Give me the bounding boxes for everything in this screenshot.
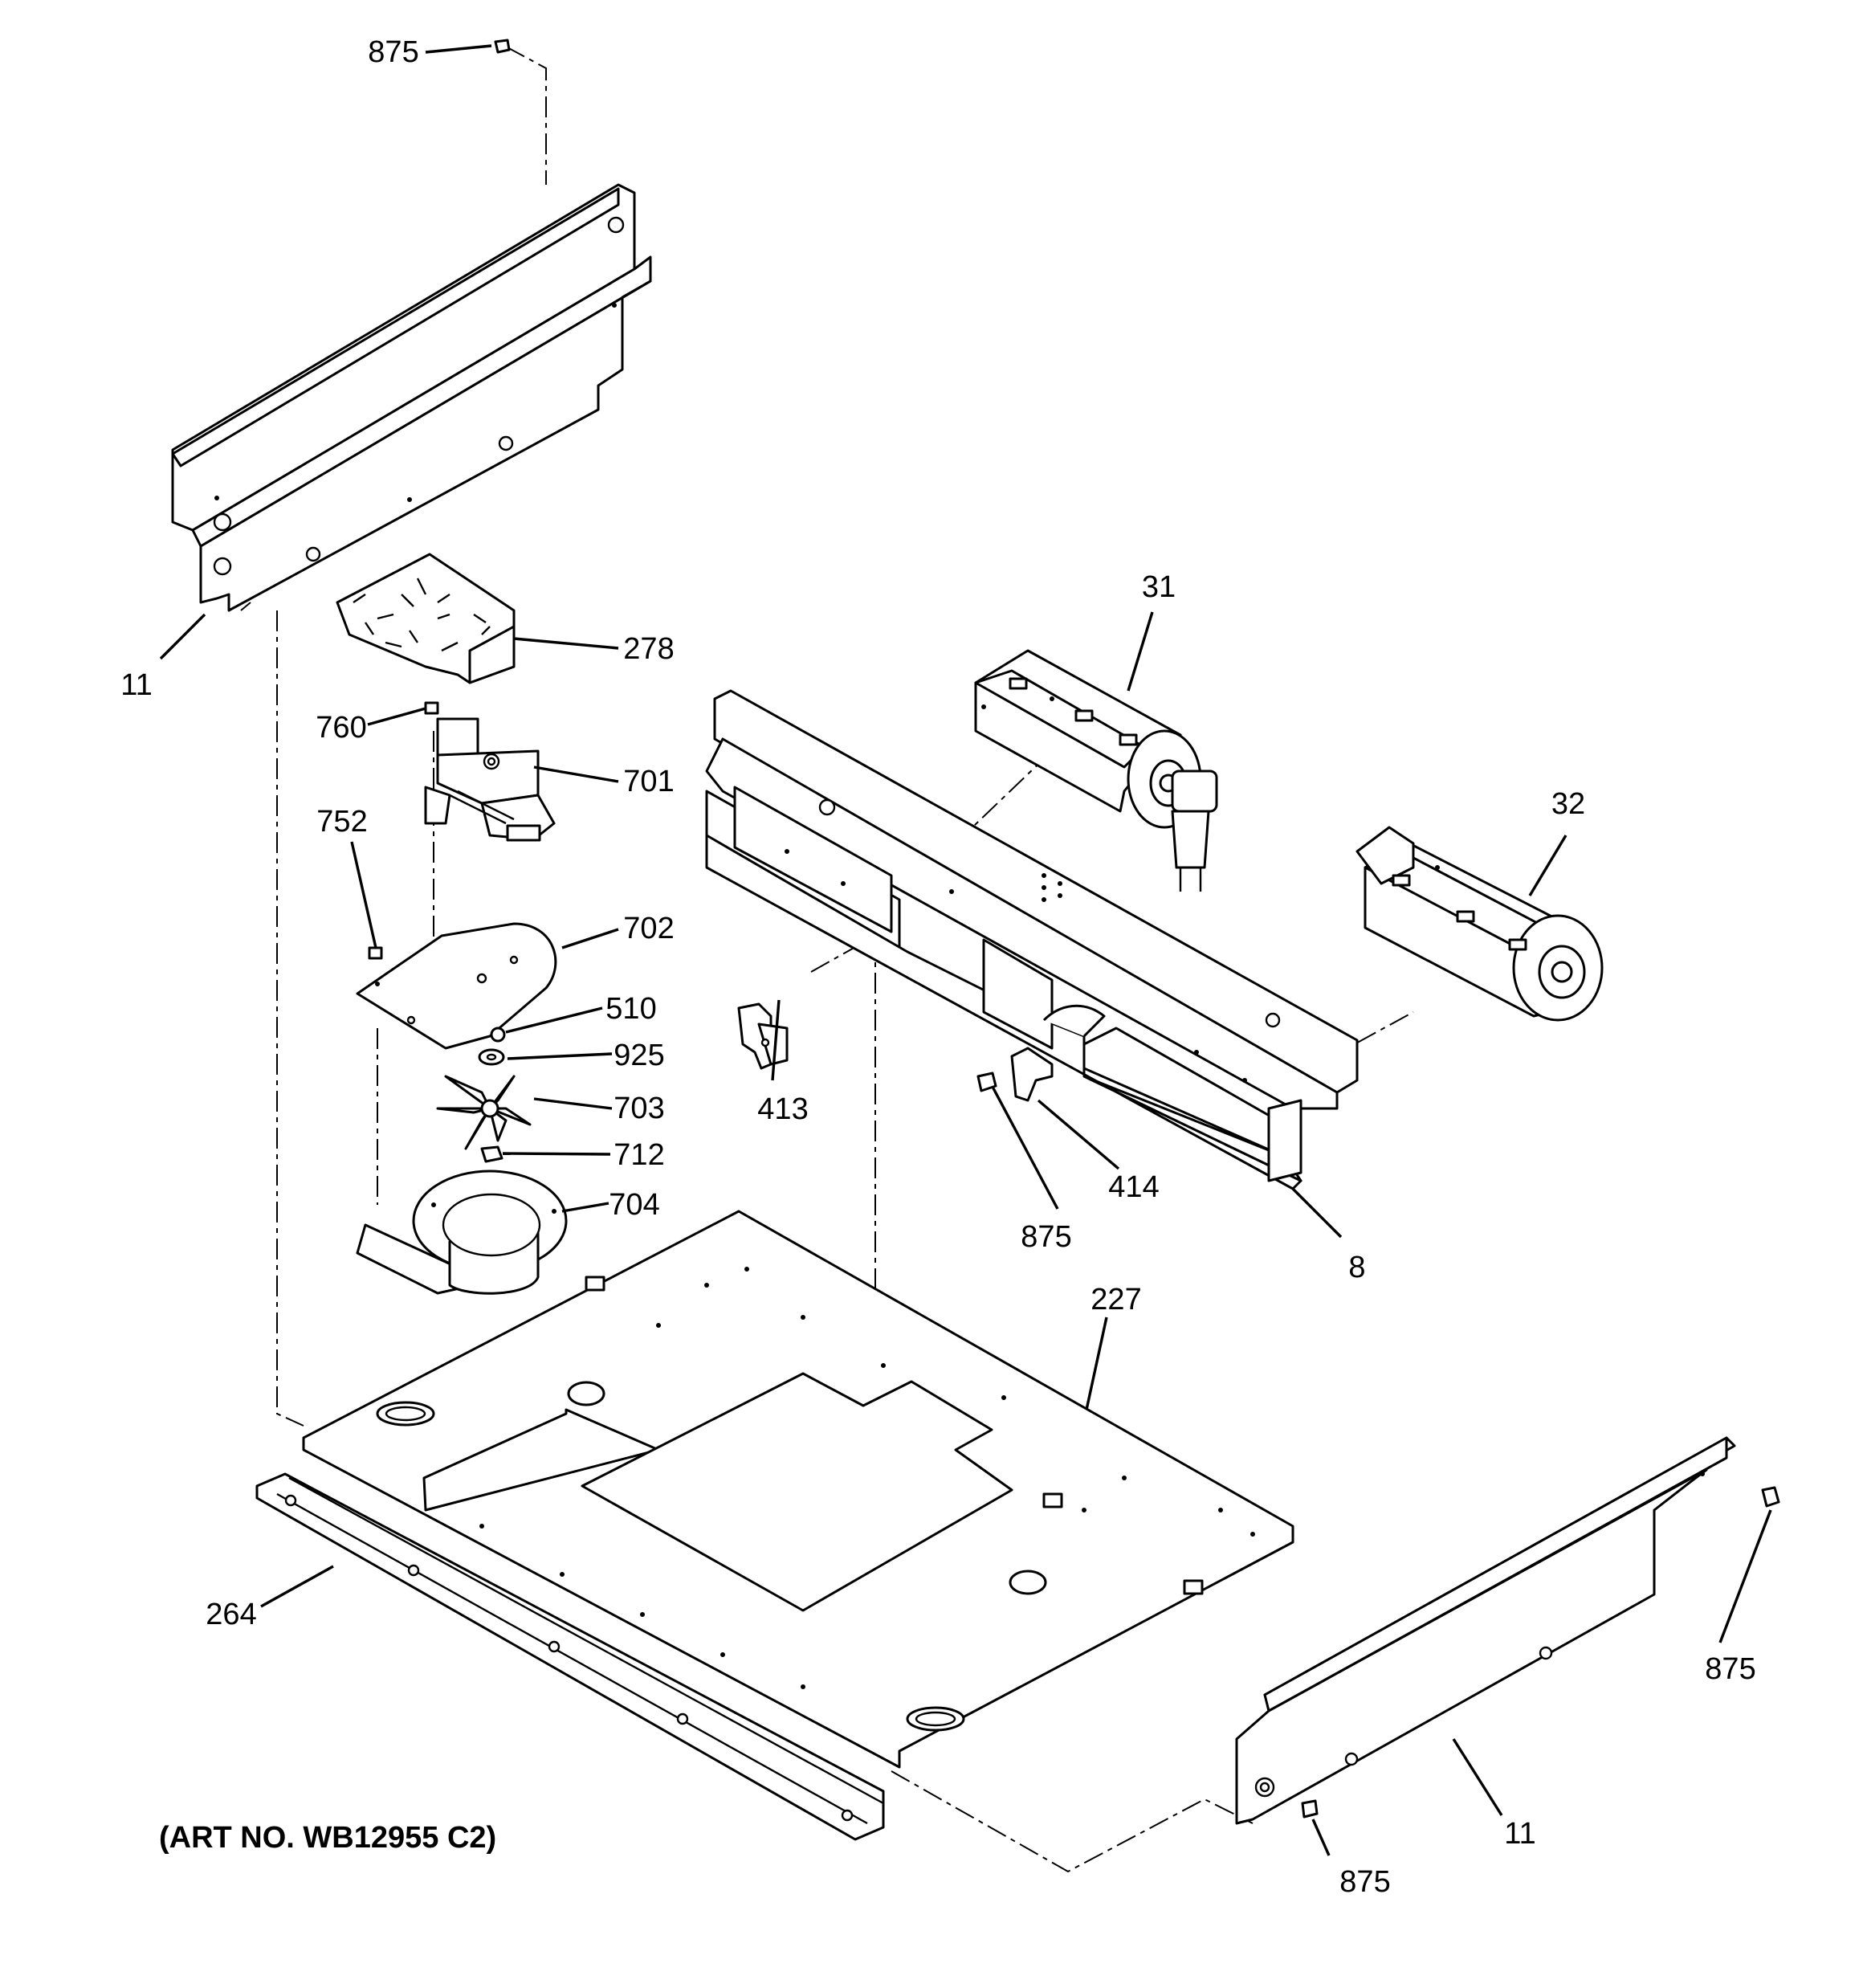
callout-701: 701 <box>623 765 674 798</box>
callout-278: 278 <box>623 632 674 666</box>
callout-31: 31 <box>1142 570 1176 604</box>
rear-rail-right <box>494 39 1780 1825</box>
callout-752: 752 <box>316 805 367 839</box>
art-number: (ART NO. WB12955 C2) <box>159 1821 496 1855</box>
insulation-pad <box>336 553 516 684</box>
callout-264: 264 <box>206 1598 256 1631</box>
callout-702: 702 <box>623 912 674 945</box>
convection-motor <box>424 717 556 842</box>
callout-413: 413 <box>757 1092 808 1126</box>
bracket-414 <box>976 1047 1054 1102</box>
callout-875-bottom: 875 <box>1339 1865 1390 1899</box>
callout-32: 32 <box>1551 787 1585 821</box>
callout-760: 760 <box>316 711 366 745</box>
motor-mount-plate <box>356 922 557 1050</box>
callout-703: 703 <box>614 1092 664 1125</box>
blower-32 <box>1355 826 1604 1022</box>
callout-11-right: 11 <box>1504 1817 1535 1851</box>
callout-925: 925 <box>614 1039 664 1072</box>
front-trim <box>255 1472 885 1841</box>
callout-875-mid: 875 <box>1021 1220 1071 1254</box>
callout-510: 510 <box>605 992 656 1026</box>
callout-704: 704 <box>609 1188 659 1222</box>
fan-blade <box>436 1075 532 1150</box>
callout-875-right: 875 <box>1705 1652 1755 1686</box>
leader-lines <box>159 44 1772 1856</box>
bottom-plate <box>302 1210 1294 1769</box>
fan-shroud <box>356 1170 568 1295</box>
fan-hardware <box>368 701 506 1163</box>
bracket-413 <box>737 1002 789 1070</box>
blower-31 <box>974 649 1218 892</box>
callout-8: 8 <box>1348 1251 1365 1284</box>
callout-labels: 875 11 278 760 701 752 702 510 925 703 7… <box>120 35 1755 1899</box>
callout-712: 712 <box>614 1138 664 1172</box>
rear-rail-left <box>171 183 652 612</box>
callout-227: 227 <box>1090 1283 1141 1316</box>
callout-11-left: 11 <box>120 668 152 702</box>
callout-414: 414 <box>1108 1170 1159 1204</box>
callout-875-top: 875 <box>368 35 418 69</box>
duct-assembly <box>705 689 1359 1190</box>
